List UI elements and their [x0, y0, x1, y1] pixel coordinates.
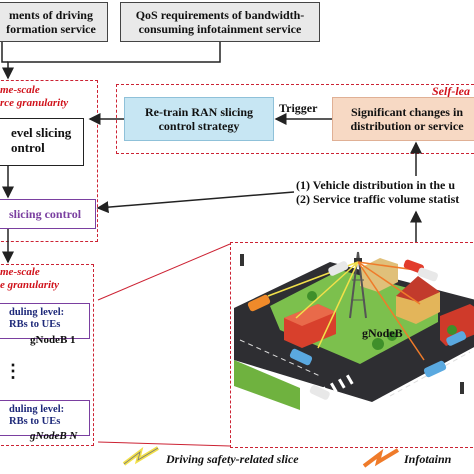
infotainment-requirements-box: QoS requirements of bandwidth- consuming…: [120, 2, 320, 42]
scene-connector-bottom: [97, 441, 231, 447]
tree: [387, 331, 397, 341]
tree: [372, 338, 384, 350]
arrow-observations-to-control: [96, 191, 295, 214]
tree: [447, 325, 457, 335]
large-timescale-region: [0, 80, 98, 242]
ellipsis: ⋮: [4, 361, 22, 381]
tree: [307, 291, 317, 301]
vehicles: [247, 259, 467, 400]
changes-box: Significant changes in distribution or s…: [332, 97, 474, 141]
scheduling-1-line2: RBs to UEs: [9, 319, 61, 330]
grass-lower: [234, 360, 300, 410]
self-learning-title: Self-lea: [432, 84, 470, 98]
scheduling-box-1: duling level: RBs to UEs: [0, 303, 90, 339]
infotainment-requirements-line1: QoS requirements of bandwidth-: [135, 8, 305, 22]
large-timescale-title: me-scale rce granularity: [0, 84, 100, 110]
scene-connector-top: [97, 243, 231, 301]
infotainment-slice-bolt-icon: [362, 448, 400, 468]
retrain-line1: Re-train RAN slicing: [145, 105, 253, 119]
traffic-light: [460, 382, 464, 394]
city-scene: [234, 251, 474, 410]
small-timescale-region: [0, 264, 94, 446]
changes-line2: distribution or service: [350, 119, 464, 133]
small-timescale-title: me-scale e granularity: [0, 266, 100, 292]
scheduling-1-line1: duling level:: [9, 307, 65, 318]
observations-text: (1) Vehicle distribution in the u (2) Se…: [296, 178, 459, 206]
observation-vehicle-distribution: (1) Vehicle distribution in the u: [296, 178, 456, 192]
slicing-level-line2: ontrol: [11, 140, 45, 155]
trigger-label: Trigger: [279, 101, 318, 115]
driving-requirements-line2: formation service: [6, 22, 96, 36]
lane-marking-1: [239, 339, 321, 377]
legend-driving-label: Driving safety-related slice: [166, 452, 299, 466]
traffic-light: [240, 254, 244, 266]
large-timescale-line1: me-scale: [0, 84, 40, 96]
scene-region: [230, 242, 474, 448]
infotainment-requirements-line2: consuming infotainment service: [138, 22, 302, 36]
arrow-top-right: [2, 42, 221, 80]
legend-infotainment-label: Infotainn: [404, 452, 452, 466]
retrain-line2: control strategy: [158, 119, 240, 133]
arrow-top-left: [1, 42, 8, 63]
slicing-level-box: evel slicing ontrol: [0, 118, 84, 166]
slicing-level-line1: evel slicing: [11, 125, 72, 140]
driving-slice-bolt-icon: [122, 446, 160, 466]
small-timescale-line2: e granularity: [0, 279, 59, 291]
small-timescale-line1: me-scale: [0, 266, 40, 278]
scene-gnodeb-label: gNodeB: [362, 326, 403, 340]
driving-requirements-box: ments of driving formation service: [0, 2, 108, 42]
retrain-box: Re-train RAN slicing control strategy: [124, 97, 274, 141]
scheduling-n-line2: RBs to UEs: [9, 416, 61, 427]
gnodeb-1-label: gNodeB 1: [30, 334, 76, 346]
slicing-control-box: slicing control: [0, 199, 96, 229]
changes-line1: Significant changes in: [350, 105, 463, 119]
scheduling-n-line1: duling level:: [9, 404, 65, 415]
slicing-control-label: slicing control: [8, 207, 82, 221]
driving-requirements-line1: ments of driving: [8, 8, 93, 22]
gnodeb-n-label: gNodeB N: [30, 430, 78, 442]
large-timescale-line2: rce granularity: [0, 97, 69, 109]
scheduling-box-n: duling level: RBs to UEs: [0, 400, 90, 436]
observation-traffic-volume: (2) Service traffic volume statist: [296, 192, 460, 206]
